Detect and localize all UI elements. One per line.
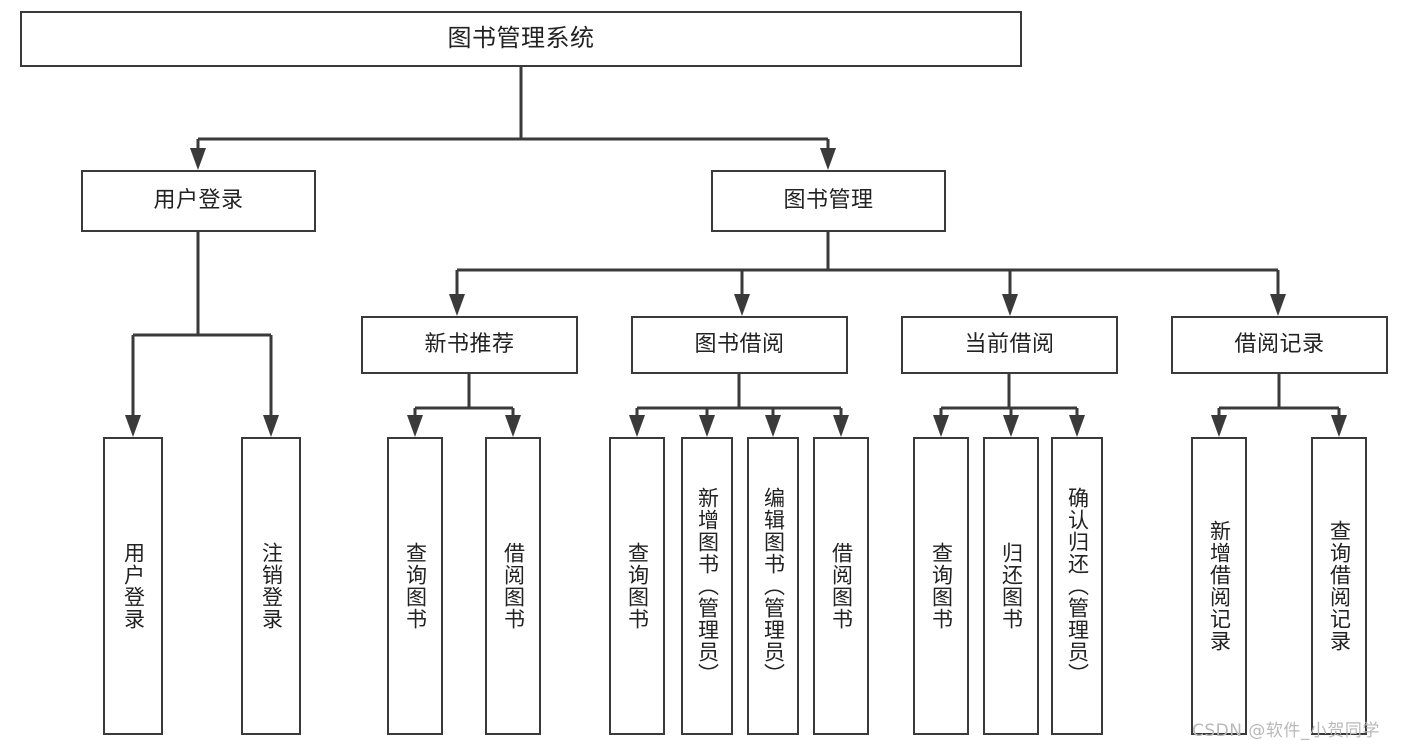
arrowhead-new-book-to-leaves-0: [407, 415, 423, 437]
node-leaf-add-book-admin-label: 新增图书（管理员）: [695, 487, 720, 685]
arrowhead-new-book-to-leaves-1: [505, 415, 521, 437]
node-book-manage-label: 图书管理: [783, 188, 874, 214]
node-leaf-borrow-book-1-label: 借阅图书: [501, 542, 526, 630]
node-leaf-logout[interactable]: 注销登录: [241, 437, 301, 735]
node-leaf-borrow-book-2[interactable]: 借阅图书: [813, 437, 869, 735]
node-leaf-confirm-return-admin[interactable]: 确认归还（管理员）: [1051, 437, 1103, 735]
node-new-book-recommend[interactable]: 新书推荐: [361, 316, 578, 374]
node-user-login-label: 用户登录: [153, 188, 244, 214]
node-leaf-query-borrow-record-label: 查询借阅记录: [1327, 520, 1352, 652]
node-root-图书管理系统-label: 图书管理系统: [447, 24, 595, 53]
arrowhead-current-borrow-to-leaves-1: [1003, 415, 1019, 437]
node-leaf-query-book-2[interactable]: 查询图书: [609, 437, 665, 735]
node-leaf-confirm-return-admin-label: 确认归还（管理员）: [1065, 487, 1090, 685]
arrowhead-borrow-record-to-leaves-1: [1331, 415, 1347, 437]
node-leaf-edit-book-admin[interactable]: 编辑图书（管理员）: [747, 437, 799, 735]
arrowhead-root-to-level1-1: [820, 148, 836, 170]
node-leaf-user-login-label: 用户登录: [121, 542, 146, 630]
node-book-borrow-label: 图书借阅: [694, 332, 785, 358]
node-borrow-record[interactable]: 借阅记录: [1171, 316, 1388, 374]
arrowhead-book-manage-to-level2-3: [1270, 294, 1286, 316]
arrowhead-user-login-to-leaves-1: [263, 415, 279, 437]
node-new-book-recommend-label: 新书推荐: [424, 332, 515, 358]
node-user-login[interactable]: 用户登录: [81, 170, 316, 232]
arrowhead-root-to-level1-0: [190, 148, 206, 170]
node-leaf-add-borrow-record-label: 新增借阅记录: [1207, 520, 1232, 652]
node-book-borrow[interactable]: 图书借阅: [631, 316, 848, 374]
node-current-borrow[interactable]: 当前借阅: [901, 316, 1118, 374]
node-leaf-query-book-1[interactable]: 查询图书: [387, 437, 443, 735]
node-leaf-user-login[interactable]: 用户登录: [103, 437, 163, 735]
node-leaf-query-book-3-label: 查询图书: [929, 542, 954, 630]
node-leaf-edit-book-admin-label: 编辑图书（管理员）: [761, 487, 786, 685]
node-leaf-borrow-book-1[interactable]: 借阅图书: [485, 437, 541, 735]
node-leaf-logout-label: 注销登录: [259, 542, 284, 630]
node-current-borrow-label: 当前借阅: [964, 332, 1055, 358]
arrowhead-book-manage-to-level2-1: [734, 294, 750, 316]
arrowhead-current-borrow-to-leaves-0: [933, 415, 949, 437]
arrowhead-book-borrow-to-leaves-0: [629, 415, 645, 437]
node-leaf-query-book-1-label: 查询图书: [403, 542, 428, 630]
arrowhead-book-borrow-to-leaves-1: [699, 415, 715, 437]
node-book-manage[interactable]: 图书管理: [711, 170, 946, 232]
node-leaf-query-book-2-label: 查询图书: [625, 542, 650, 630]
node-leaf-add-borrow-record[interactable]: 新增借阅记录: [1191, 437, 1247, 735]
node-leaf-query-borrow-record[interactable]: 查询借阅记录: [1311, 437, 1367, 735]
csdn-watermark: CSDN @软件_小贺同学: [1192, 721, 1380, 741]
arrowhead-book-manage-to-level2-0: [449, 294, 465, 316]
arrowhead-book-manage-to-level2-2: [1002, 294, 1018, 316]
arrowhead-borrow-record-to-leaves-0: [1211, 415, 1227, 437]
node-root-图书管理系统[interactable]: 图书管理系统: [20, 11, 1022, 67]
arrowhead-user-login-to-leaves-0: [125, 415, 141, 437]
arrowhead-book-borrow-to-leaves-2: [765, 415, 781, 437]
node-leaf-return-book-label: 归还图书: [999, 542, 1024, 630]
node-leaf-query-book-3[interactable]: 查询图书: [913, 437, 969, 735]
arrowhead-book-borrow-to-leaves-3: [833, 415, 849, 437]
node-leaf-add-book-admin[interactable]: 新增图书（管理员）: [681, 437, 733, 735]
arrowhead-current-borrow-to-leaves-2: [1069, 415, 1085, 437]
node-borrow-record-label: 借阅记录: [1234, 332, 1325, 358]
node-leaf-borrow-book-2-label: 借阅图书: [829, 542, 854, 630]
node-leaf-return-book[interactable]: 归还图书: [983, 437, 1039, 735]
